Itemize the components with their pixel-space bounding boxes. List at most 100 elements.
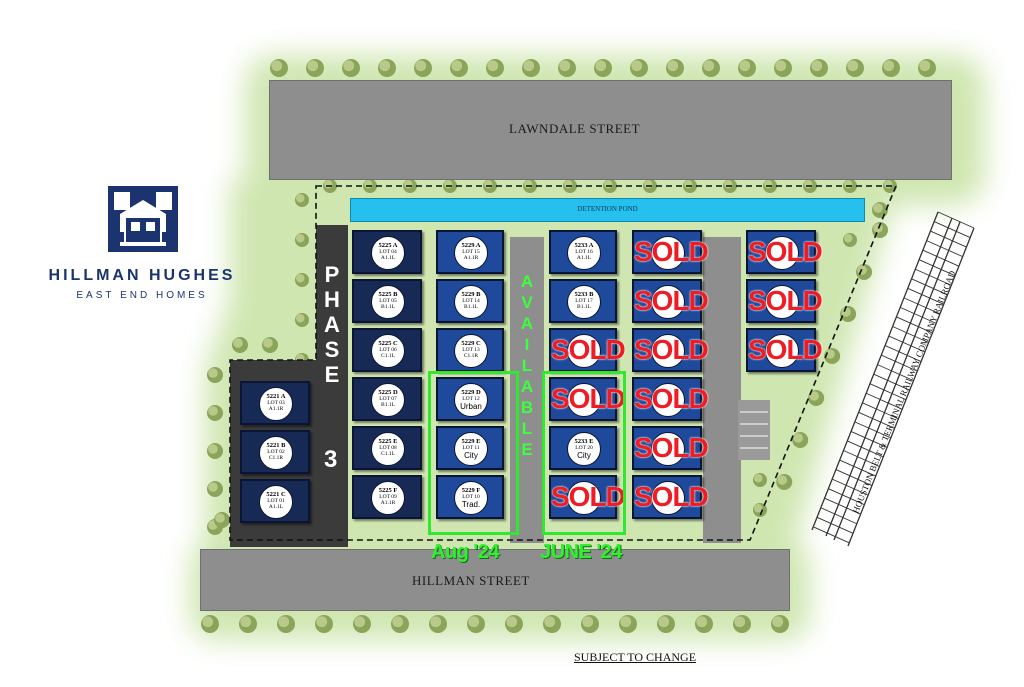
lot-address: 5225 C xyxy=(378,340,398,347)
lot-address: 5225 A xyxy=(378,242,398,249)
lot-number: LOT 07 xyxy=(379,396,397,402)
tree-icon xyxy=(872,202,888,218)
tree-icon xyxy=(239,615,257,633)
lot-badge xyxy=(651,285,685,319)
lot-col-e2-2[interactable]: SOLD xyxy=(746,328,823,372)
lot-col-e2-0[interactable]: SOLD xyxy=(746,230,823,274)
lot-plan: C1.1L xyxy=(381,451,395,457)
lot-col-e1-2[interactable]: SOLD xyxy=(632,328,709,372)
parking-area xyxy=(738,400,770,460)
tree-icon xyxy=(277,615,295,633)
tree-icon xyxy=(843,233,857,247)
lot-col-5233-5[interactable]: SOLD xyxy=(549,475,626,519)
tree-icon xyxy=(776,474,793,490)
tree-icon xyxy=(753,473,767,487)
lot-badge xyxy=(651,481,685,515)
lot-plan: A1.1R xyxy=(380,500,396,506)
sold-stamp: SOLD xyxy=(748,236,823,267)
lot-col-e1-0[interactable]: SOLD xyxy=(632,230,709,274)
sold-stamp: SOLD xyxy=(748,285,823,316)
lot-plan: City xyxy=(577,451,591,460)
lot-address: 5233 E xyxy=(574,438,594,445)
lot-number: LOT 12 xyxy=(462,396,480,402)
tree-icon xyxy=(774,59,792,77)
tree-icon xyxy=(695,615,713,633)
tree-icon xyxy=(657,615,675,633)
available-letter: L xyxy=(521,356,533,375)
lot-number: LOT 16 xyxy=(575,249,593,255)
tree-icon xyxy=(207,405,223,421)
lot-col-e1-3[interactable]: SOLD xyxy=(632,377,709,421)
lot-address: 5229 D xyxy=(461,389,481,396)
lot-col-5233-3[interactable]: SOLD xyxy=(549,377,626,421)
tree-icon xyxy=(429,615,447,633)
tree-icon xyxy=(543,615,561,633)
lot-col-e1-4[interactable]: SOLD xyxy=(632,426,709,470)
tree-icon xyxy=(450,59,468,77)
hillman-street xyxy=(200,549,790,611)
lot-col-e1-1[interactable]: SOLD xyxy=(632,279,709,323)
sold-stamp: SOLD xyxy=(551,334,626,365)
lot-badge xyxy=(765,334,799,368)
lot-col-e2-1[interactable]: SOLD xyxy=(746,279,823,323)
lot-address: 5229 B xyxy=(461,291,481,298)
tree-icon xyxy=(306,59,324,77)
tree-icon xyxy=(378,59,396,77)
tree-icon xyxy=(810,59,828,77)
driveway-east xyxy=(703,237,741,543)
available-letter: L xyxy=(521,419,533,438)
available-label: A V A I L A B L E xyxy=(516,271,538,460)
driveway-center xyxy=(510,237,544,543)
available-letter: E xyxy=(521,440,533,459)
tree-icon xyxy=(918,59,936,77)
lot-plan: A1.1L xyxy=(576,255,592,261)
tree-icon xyxy=(882,59,900,77)
tree-icon xyxy=(619,615,637,633)
sold-stamp: SOLD xyxy=(634,236,709,267)
phase-letter: E xyxy=(324,362,340,387)
hillman-hughes-logo-icon xyxy=(108,186,178,252)
lot-number: LOT 14 xyxy=(462,298,480,304)
brand-name: HILLMAN HUGHES xyxy=(48,267,236,284)
sold-stamp: SOLD xyxy=(634,432,709,463)
available-letter: V xyxy=(521,293,533,312)
tree-icon xyxy=(594,59,612,77)
lot-plan: C1.1R xyxy=(268,455,284,461)
lot-address: 5229 A xyxy=(461,242,481,249)
lot-badge xyxy=(765,285,799,319)
available-letter: B xyxy=(520,398,534,417)
lot-col-5233-2[interactable]: SOLD xyxy=(549,328,626,372)
detention-pond: DETENTION POND xyxy=(350,198,865,222)
lot-badge xyxy=(567,481,601,515)
tree-icon xyxy=(522,59,540,77)
available-letter: I xyxy=(524,335,530,354)
lawndale-street xyxy=(269,80,952,180)
lot-address: 5225 F xyxy=(378,487,398,494)
lot-col-e1-5[interactable]: SOLD xyxy=(632,475,709,519)
